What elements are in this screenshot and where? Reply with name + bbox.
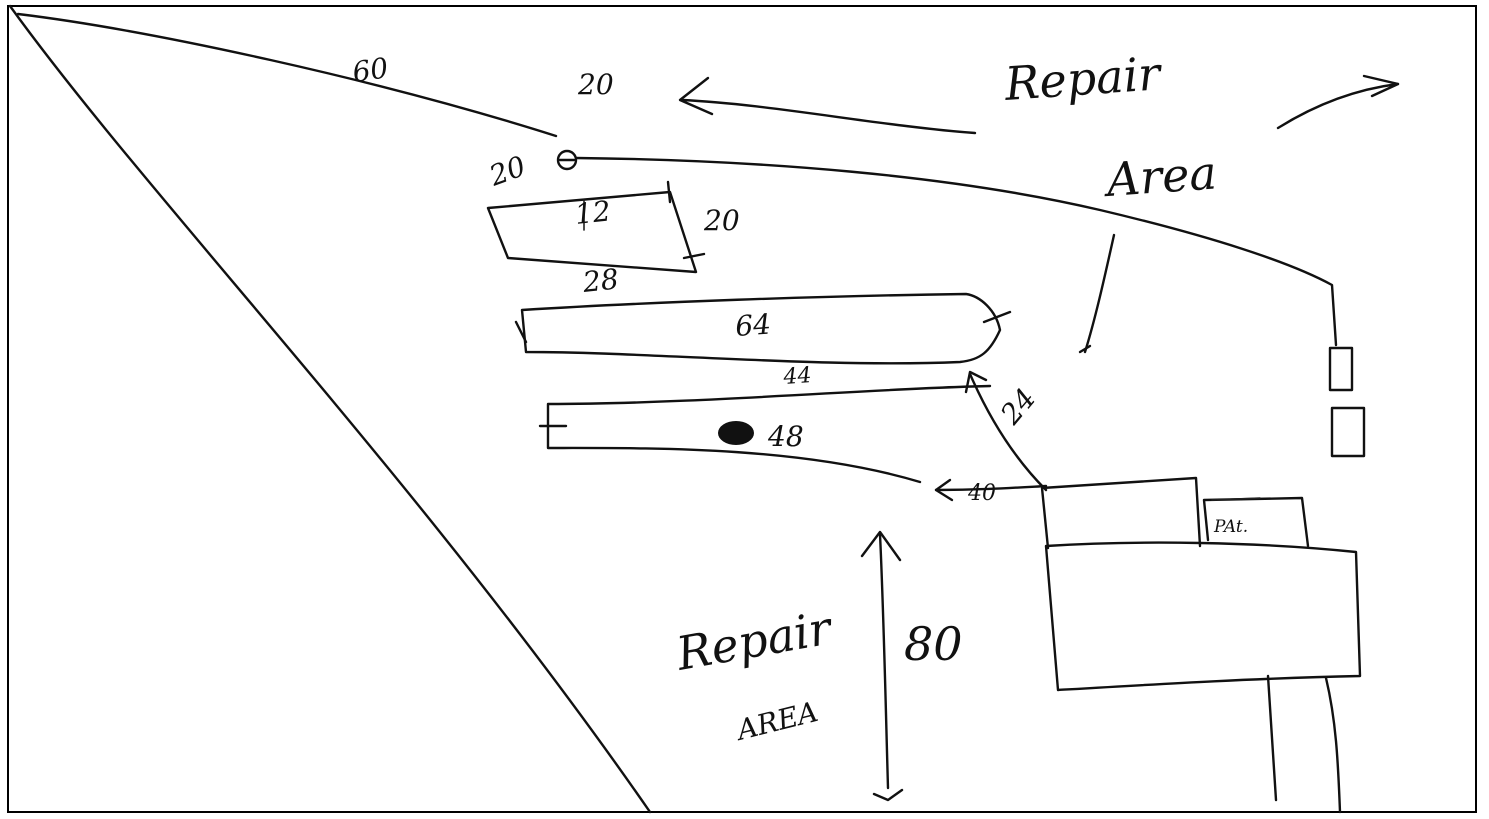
label-repair-top-line1: Repair [1002, 46, 1165, 111]
top-edge-line [16, 12, 558, 138]
vertical-arrow-head-top [860, 530, 902, 562]
vertical-dimension-line [878, 532, 890, 790]
annex-roof-line [1211, 497, 1261, 501]
label-row-one-dimension: 64 [734, 308, 772, 343]
label-top-left-dimension: 60 [350, 51, 390, 89]
strip-row-one [520, 292, 1002, 365]
strip-row-two [546, 384, 992, 484]
horizontal-arrow-head [934, 478, 954, 502]
diagonal-arrow-head [964, 370, 988, 394]
ink-scribble-marker [718, 421, 754, 445]
arrow-right-shaft [1276, 82, 1400, 130]
boundary-line [574, 156, 1338, 347]
horizontal-dimension-line [934, 484, 1048, 492]
pointer-tick [1078, 344, 1092, 354]
label-vertical-dimension: 80 [904, 617, 963, 671]
label-rect-bottom-dimension: 28 [580, 262, 620, 299]
diagonal-dimension-line [968, 372, 1048, 492]
small-rectangle-area [486, 190, 698, 274]
small-box-lower [1330, 406, 1366, 458]
arrow-left-shaft [680, 98, 977, 135]
label-corner-dimension: 20 [484, 149, 530, 193]
small-box-upper [1328, 346, 1354, 392]
rect-tick-bottom [682, 252, 706, 260]
vertical-arrow-head-bottom [872, 788, 904, 802]
building-leg-right [1324, 676, 1342, 814]
label-row-two-dimension: 48 [767, 420, 804, 453]
rect-tick-top [666, 180, 672, 204]
diagonal-edge-line [8, 4, 652, 814]
label-rect-right-dimension: 20 [703, 204, 740, 237]
building-leg-left [1266, 674, 1278, 802]
label-gap-dimension: 44 [782, 363, 813, 390]
label-rect-top-dimension: 12 [573, 194, 612, 231]
pointer-line [1083, 233, 1116, 354]
label-repair-top-line2: Area [1101, 145, 1218, 207]
survey-point-marker [556, 149, 578, 171]
label-diagonal-dimension: 24 [993, 382, 1042, 431]
arrow-right-head [1362, 74, 1400, 98]
arrow-left-head [678, 76, 714, 116]
label-horizontal-dimension: 40 [967, 481, 996, 506]
label-top-center-dimension: 20 [577, 68, 614, 101]
label-building-tag: PAt. [1213, 517, 1248, 537]
strip-one-tick-left [514, 320, 528, 344]
building-upper-block [1040, 476, 1202, 550]
page-border [7, 5, 1477, 813]
building-main-block [1044, 541, 1362, 692]
label-repair-bottom-line1: Repair [672, 600, 838, 681]
label-repair-bottom-line2: AREA [731, 695, 821, 748]
strip-one-tick-right [982, 310, 1012, 324]
